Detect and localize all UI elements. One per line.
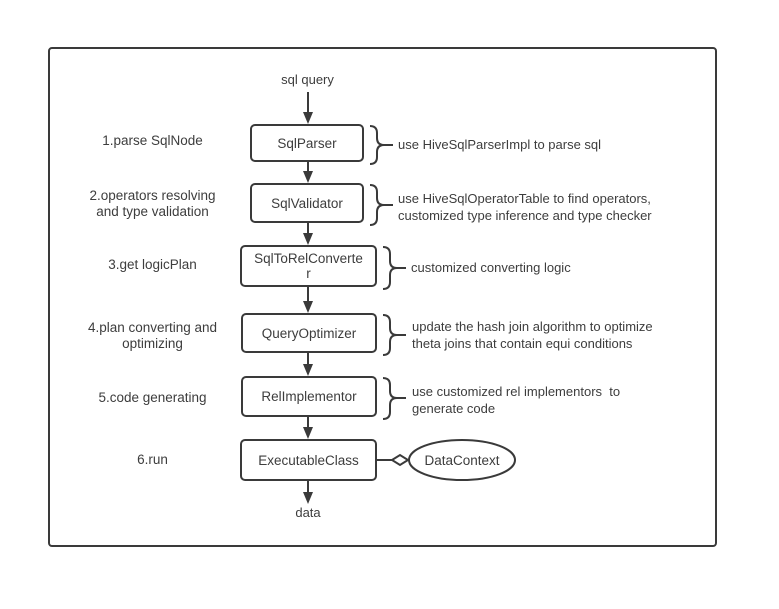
flow-node-label: QueryOptimizer bbox=[261, 325, 357, 341]
flow-node-sqlparser: SqlParser bbox=[250, 124, 364, 162]
sink-label: data bbox=[295, 505, 321, 520]
note-step-1: use HiveSqlParserImpl to parse sql bbox=[398, 137, 602, 152]
flow-node-label: ExecutableClass bbox=[258, 452, 359, 468]
left-label-step-5: 5.code generating bbox=[98, 390, 207, 405]
note-step-3: customized converting logic bbox=[411, 260, 571, 275]
source-label: sql query bbox=[281, 72, 334, 87]
arrow-parser-to-validator bbox=[303, 162, 313, 183]
diamond-connector bbox=[377, 453, 410, 467]
arrow-source-to-parser bbox=[303, 92, 313, 124]
flow-node-relimplementor: RelImplementor bbox=[241, 376, 377, 417]
brace-step-1 bbox=[369, 125, 393, 165]
flow-node-queryoptimizer: QueryOptimizer bbox=[241, 313, 377, 353]
left-label-step-3: 3.get logicPlan bbox=[108, 257, 197, 272]
flow-node-label: RelImplementor bbox=[261, 389, 357, 404]
arrow-validator-to-converter bbox=[303, 223, 313, 245]
note-step-4: update the hash join algorithm to optimi… bbox=[412, 319, 653, 351]
flow-node-executableclass: ExecutableClass bbox=[240, 439, 377, 481]
datacontext-ellipse bbox=[408, 439, 516, 481]
flow-node-sqltorelconverter: SqlToRelConverter bbox=[240, 245, 377, 287]
brace-step-4 bbox=[382, 314, 406, 356]
outer-frame bbox=[48, 47, 717, 547]
note-step-5: use customized rel implementors to gener… bbox=[412, 384, 621, 416]
brace-step-5 bbox=[382, 377, 406, 420]
left-label-step-1: 1.parse SqlNode bbox=[102, 133, 203, 148]
arrow-converter-to-optimizer bbox=[303, 287, 313, 313]
flow-node-sqlvalidator: SqlValidator bbox=[250, 183, 364, 223]
datacontext-label: DataContext bbox=[424, 453, 500, 468]
flow-node-label: SqlParser bbox=[277, 135, 337, 151]
arrow-implementor-to-executable bbox=[303, 417, 313, 439]
arrow-executable-to-sink bbox=[303, 481, 313, 504]
left-label-step-6: 6.run bbox=[137, 452, 168, 467]
flow-node-label: SqlValidator bbox=[271, 195, 343, 211]
brace-step-2 bbox=[369, 184, 393, 226]
left-label-step-4: 4.plan converting and optimizing bbox=[87, 320, 218, 351]
brace-step-3 bbox=[382, 246, 406, 290]
arrow-optimizer-to-implementor bbox=[303, 353, 313, 376]
left-label-step-2: 2.operators resolving and type validatio… bbox=[89, 188, 216, 219]
flow-node-label: SqlToRelConverter bbox=[254, 251, 363, 281]
note-step-2: use HiveSqlOperatorTable to find operato… bbox=[398, 191, 652, 223]
